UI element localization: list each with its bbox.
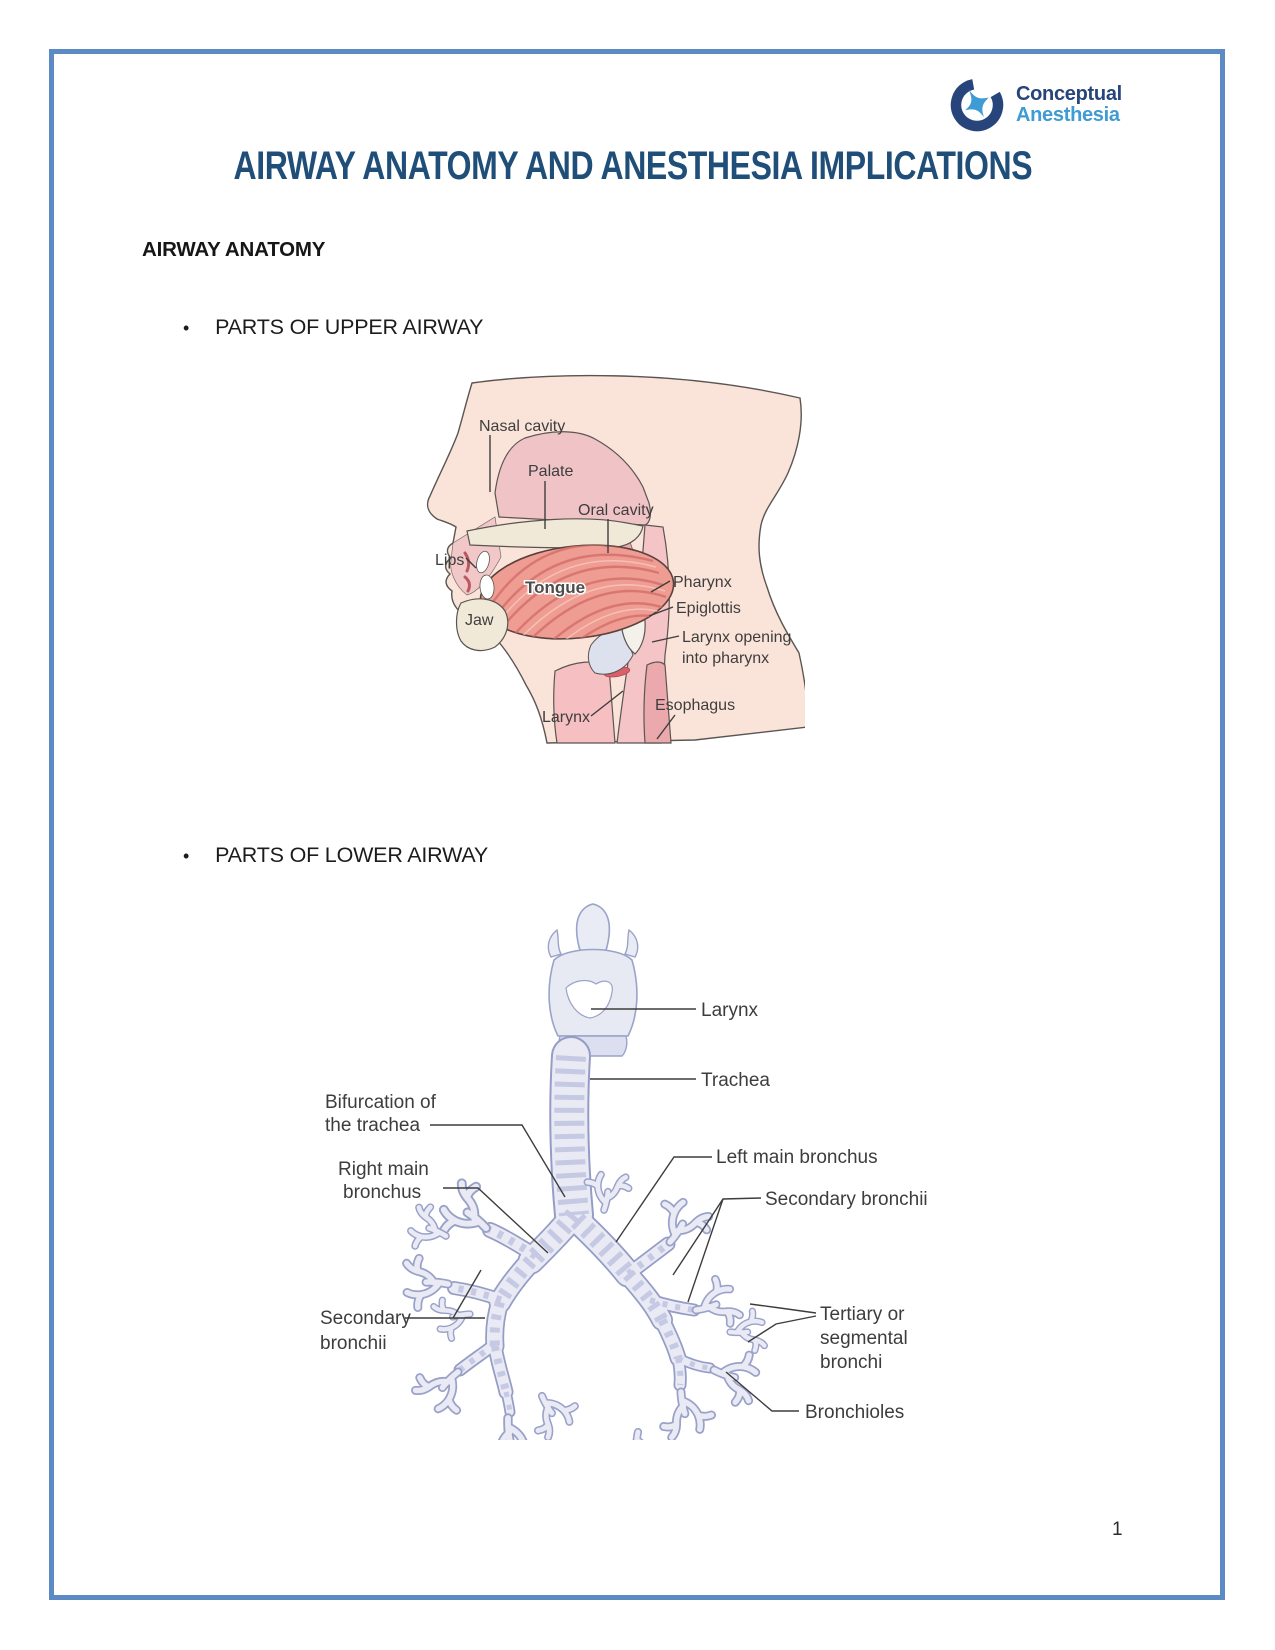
label-jaw: Jaw [465, 612, 494, 629]
label-larynx-opening-1: Larynx opening [682, 629, 791, 646]
label-bifurcation-1: Bifurcation of [325, 1092, 437, 1113]
bullet-dot: • [183, 846, 190, 866]
label-tertiary-3: bronchi [820, 1352, 882, 1373]
page-border [49, 49, 1225, 1600]
esophagus-tube [643, 661, 672, 744]
logo: Conceptual Anesthesia [946, 74, 1122, 136]
label-secondary-left-2: bronchii [320, 1333, 387, 1354]
bullet-upper-airway: • PARTS OF UPPER AIRWAY [183, 315, 484, 340]
logo-text: Conceptual Anesthesia [1016, 84, 1122, 126]
tooth-upper [476, 550, 490, 574]
page-number: 1 [1112, 1519, 1123, 1540]
label-nasal-cavity: Nasal cavity [479, 418, 565, 435]
larynx-tube [553, 661, 616, 744]
logo-star-icon [965, 89, 989, 118]
logo-line1: Conceptual [1016, 83, 1122, 105]
logo-line2: Anesthesia [1016, 104, 1120, 126]
nasal-cavity-region [494, 431, 651, 526]
lower-airway-diagram: Larynx Trachea Bifurcation of the trache… [320, 903, 928, 1440]
label-secondary-left-1: Secondary [320, 1308, 411, 1329]
tooth-lower [479, 574, 495, 600]
lips-detail [463, 551, 471, 593]
larynx-cartilage [547, 903, 639, 1057]
jaw-bone [455, 598, 509, 652]
palate-region [466, 518, 644, 549]
label-upper-larynx: Larynx [542, 709, 590, 726]
label-pharynx: Pharynx [673, 574, 732, 591]
bullet-label: PARTS OF UPPER AIRWAY [215, 315, 484, 339]
label-tertiary-2: segmental [820, 1328, 908, 1349]
label-secondary-right: Secondary bronchii [765, 1189, 928, 1210]
upper-airway-diagram: Nasal cavity Palate Oral cavity Lips Ton… [426, 374, 805, 744]
label-tongue: Tongue [525, 578, 585, 597]
label-epiglottis: Epiglottis [676, 600, 741, 617]
upper-leader-lines [465, 435, 680, 740]
label-right-main-1: Right main [338, 1159, 429, 1180]
bullet-lower-airway: • PARTS OF LOWER AIRWAY [183, 843, 488, 868]
label-lower-larynx: Larynx [701, 1000, 759, 1021]
section-heading: AIRWAY ANATOMY [142, 238, 326, 261]
label-esophagus: Esophagus [655, 697, 735, 714]
label-left-main: Left main bronchus [716, 1147, 878, 1168]
label-right-main-2: bronchus [343, 1182, 421, 1203]
bullet-dot: • [183, 318, 190, 338]
bullet-label: PARTS OF LOWER AIRWAY [215, 843, 489, 867]
page-title: AIRWAY ANATOMY AND ANESTHESIA IMPLICATIO… [233, 144, 1033, 188]
logo-c-icon [950, 78, 1004, 132]
label-bronchioles: Bronchioles [805, 1402, 904, 1423]
label-tertiary-1: Tertiary or [820, 1304, 905, 1325]
label-larynx-opening-2: into pharynx [682, 650, 769, 667]
label-bifurcation-2: the trachea [325, 1115, 420, 1136]
label-lips: Lips [435, 552, 464, 569]
label-palate: Palate [528, 463, 573, 480]
label-trachea: Trachea [701, 1070, 770, 1091]
lower-leader-lines [405, 1008, 817, 1412]
tongue-shape [479, 543, 675, 648]
label-oral-cavity: Oral cavity [578, 502, 654, 519]
